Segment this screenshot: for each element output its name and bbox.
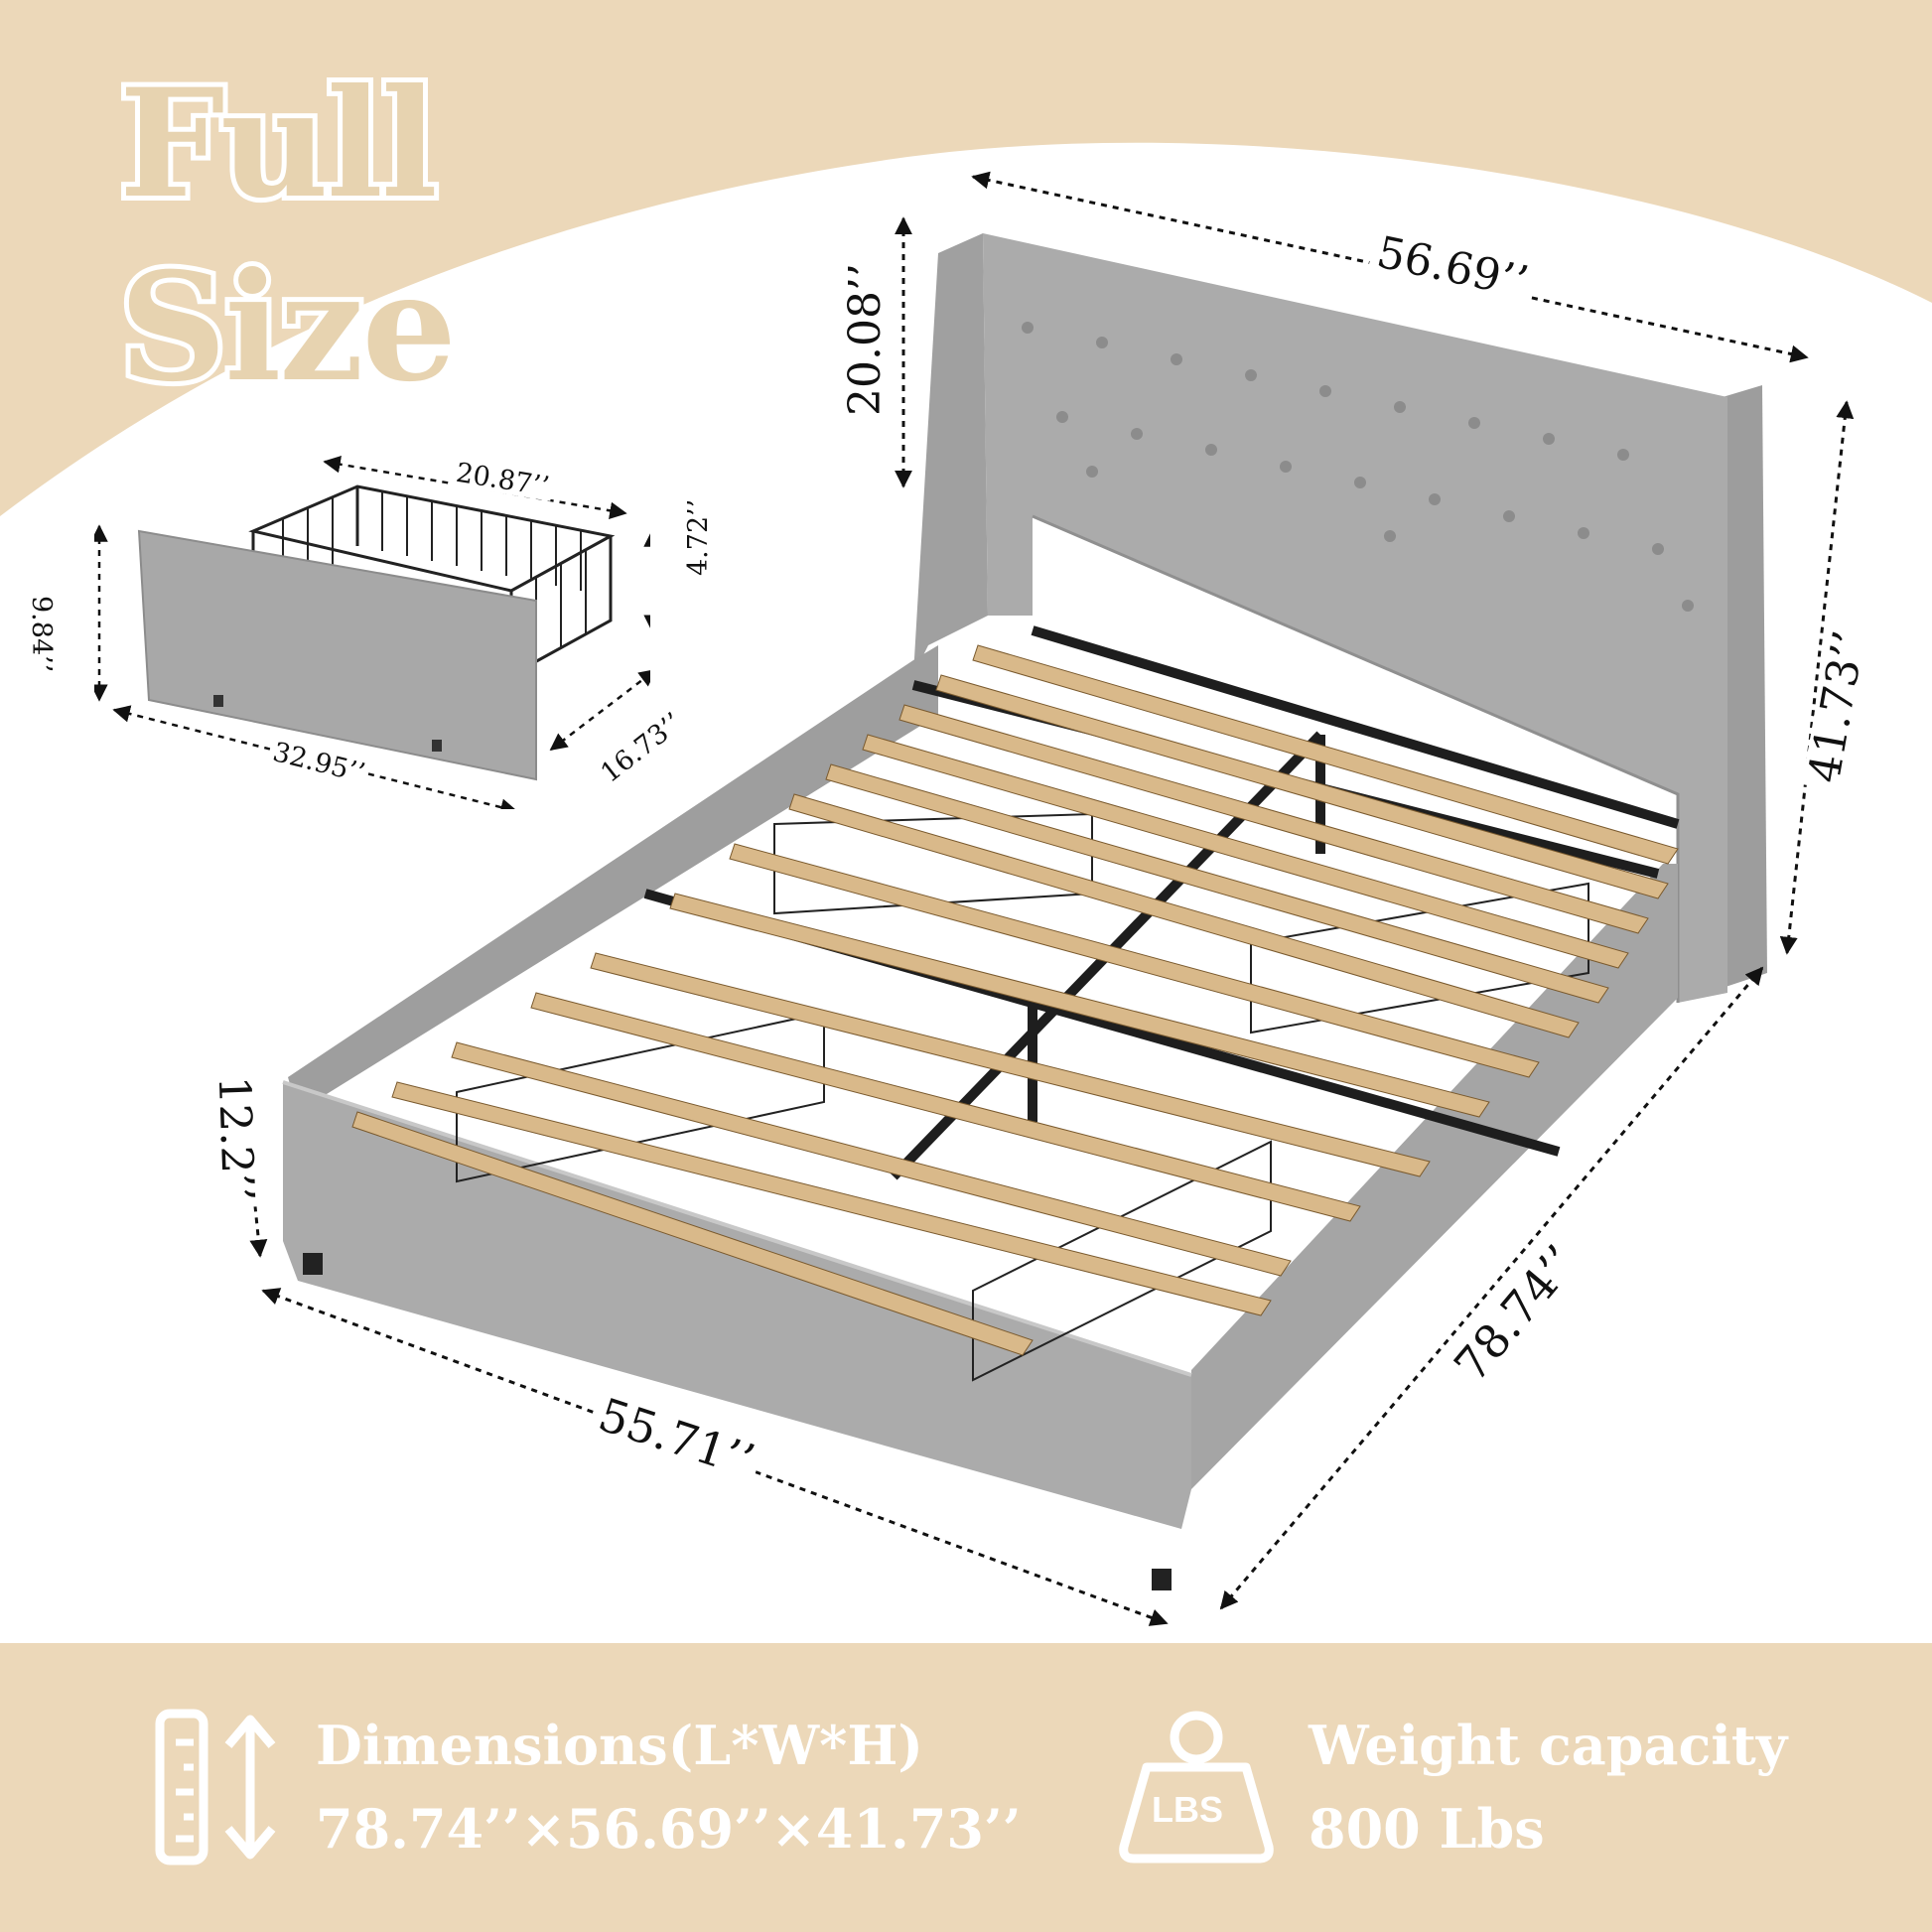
headboard [983,233,1727,1003]
left-side-rail [288,645,938,1112]
footer-bar: Dimensions(L*W*H) 78.74’’×56.69’’×41.73’… [0,1643,1932,1932]
dimensions-label: Dimensions(L*W*H) [316,1714,923,1777]
weight-capacity-label: Weight capacity [1309,1714,1788,1777]
weight-icon [1119,1711,1274,1863]
ruler-icon [155,1709,208,1865]
bed-foot [1152,1569,1172,1590]
weight-icon-text: LBS [1152,1789,1223,1830]
heading-full: Full [114,57,443,231]
weight-capacity-value: 800 Lbs [1309,1797,1545,1861]
bed-illustration [235,171,1855,1626]
heading-size: Size [114,240,462,415]
headboard-height-label: 20.08’’ [840,257,891,422]
rail-height-label: 12.2’’ [208,1069,263,1208]
dimensions-value: 78.74’’×56.69’’×41.73’’ [316,1797,1022,1861]
vertical-arrow-icon [224,1715,276,1860]
bed-foot [303,1253,323,1275]
headboard-left-wing [913,233,988,675]
drawer-illustration [94,456,650,809]
